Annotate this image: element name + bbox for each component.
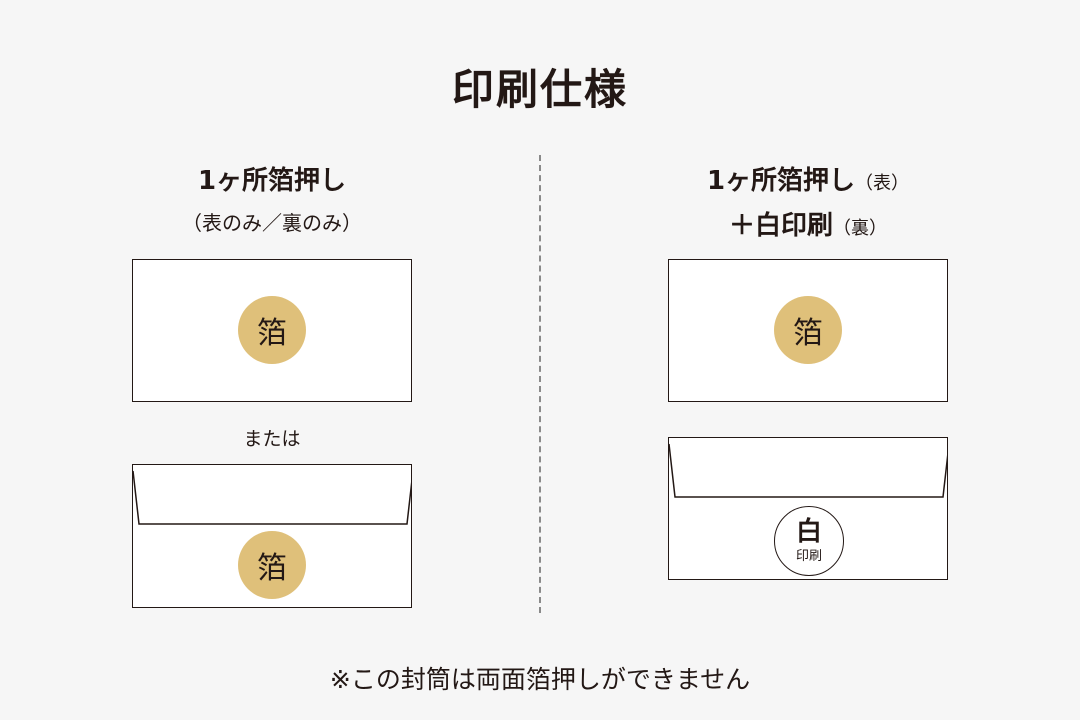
left-heading: 1ヶ所箔押し — [132, 160, 412, 197]
foil-seal: 箔 — [238, 531, 306, 599]
envelope-flap — [133, 470, 411, 525]
right-line2-suffix: （裏） — [833, 218, 887, 239]
page-title: 印刷仕様 — [451, 65, 628, 114]
right-heading-suffix: （表） — [855, 173, 910, 194]
right-heading-line2: ＋白印刷（裏） — [668, 205, 948, 242]
center-divider — [539, 155, 541, 613]
foil-seal: 箔 — [238, 296, 306, 364]
foil-seal: 箔 — [774, 296, 842, 364]
right-line2-text: ＋白印刷 — [728, 211, 833, 241]
right-envelope-front: 箔 — [668, 259, 948, 402]
left-envelope-back: 箔 — [132, 464, 412, 608]
or-label: または — [243, 428, 301, 450]
right-heading-text: 1ヶ所箔押し — [706, 166, 856, 196]
right-heading: 1ヶ所箔押し（表） — [668, 160, 948, 197]
left-envelope-front: 箔 — [132, 259, 412, 402]
white-seal-sub: 印刷 — [795, 549, 822, 564]
right-envelope-back: 白 印刷 — [668, 437, 948, 580]
left-subheading: （表のみ／裏のみ） — [182, 211, 362, 235]
footer-note: ※この封筒は両面箔押しができません — [329, 665, 751, 694]
white-print-seal: 白 印刷 — [774, 506, 844, 576]
envelope-flap — [669, 443, 947, 498]
white-seal-main: 白 — [795, 517, 822, 547]
left-heading-text: 1ヶ所箔押し — [197, 166, 347, 196]
